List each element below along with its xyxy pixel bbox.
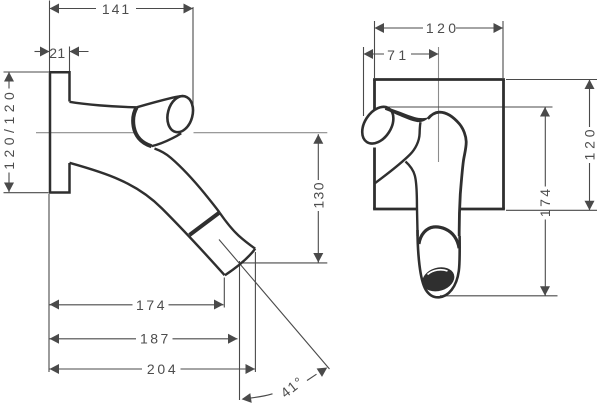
svg-text:204: 204 (147, 361, 178, 377)
svg-text:141: 141 (102, 1, 131, 17)
svg-text:174: 174 (537, 187, 553, 218)
svg-text:187: 187 (140, 331, 171, 347)
svg-text:41°: 41° (277, 373, 306, 401)
svg-text:120: 120 (582, 126, 598, 161)
svg-text:174: 174 (136, 297, 167, 313)
svg-text:21: 21 (49, 45, 65, 61)
svg-text:120: 120 (426, 20, 460, 36)
svg-text:130: 130 (310, 181, 326, 209)
svg-text:120/120: 120/120 (1, 88, 17, 170)
svg-text:71: 71 (387, 47, 410, 63)
